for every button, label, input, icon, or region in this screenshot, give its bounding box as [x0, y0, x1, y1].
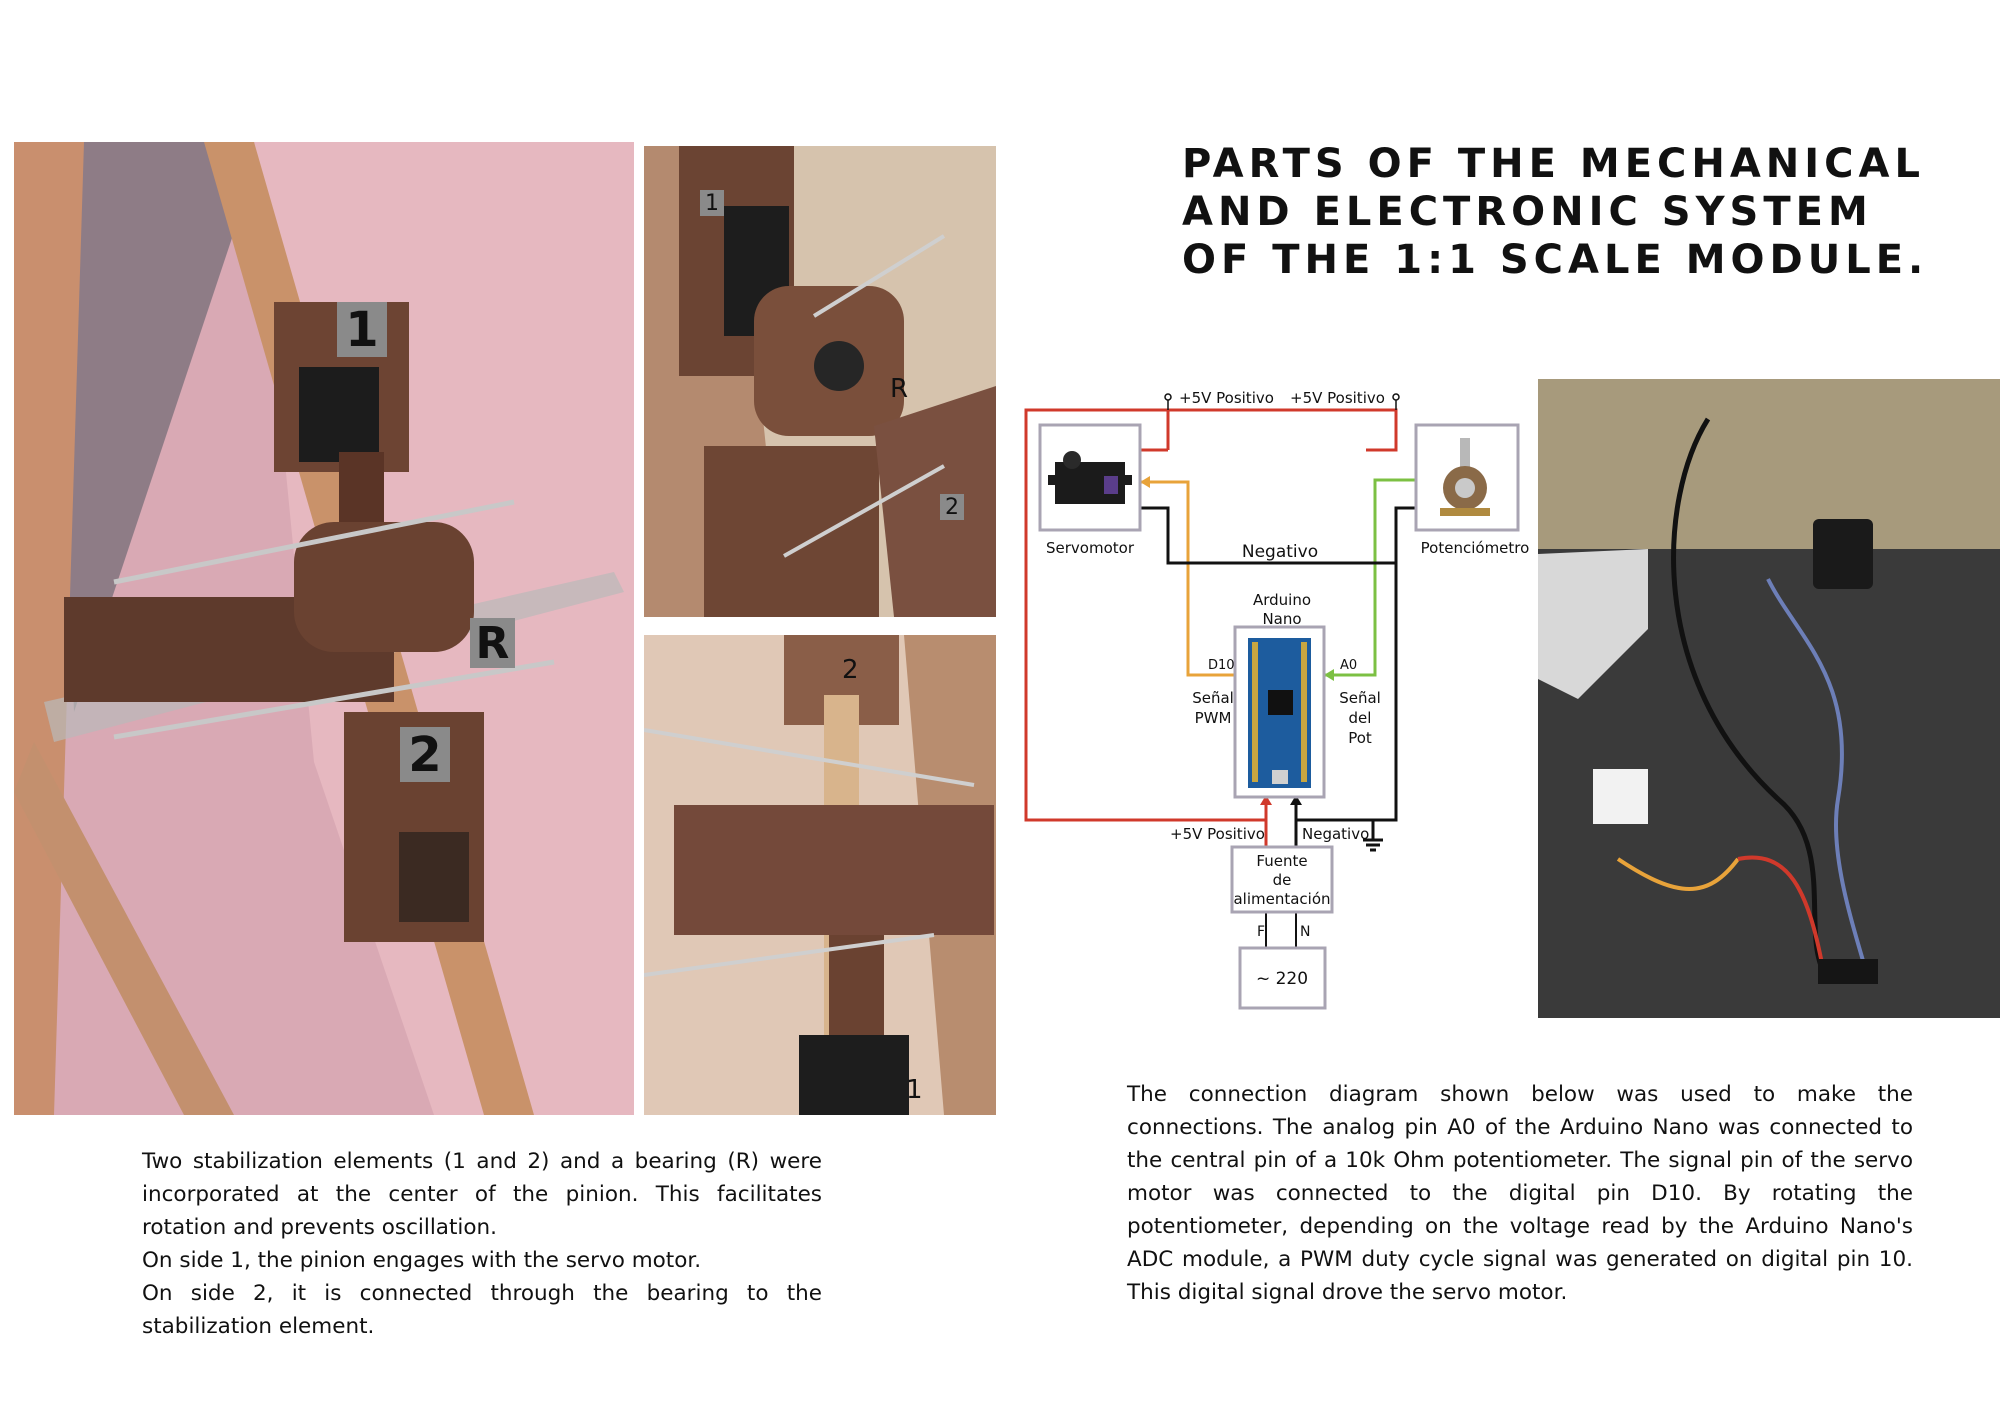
label-senal-pot-2: del [1349, 709, 1372, 727]
photo-label-2: 2 [400, 727, 450, 783]
label-fuente-3: alimentación [1233, 890, 1330, 908]
label-arduino: Arduino [1253, 591, 1311, 609]
label-nano: Nano [1262, 610, 1301, 628]
label-pos5v-left: +5V Positivo [1179, 389, 1274, 407]
bottom-photo-illustration [644, 635, 996, 1115]
photo-label-1: 1 [700, 190, 724, 216]
label-mains: ~ 220 [1256, 969, 1308, 989]
power-supply-box [1230, 845, 1334, 914]
right-description: The connection diagram shown below was u… [1127, 1078, 1913, 1309]
terminal-right [1392, 393, 1400, 401]
servo-icon [1048, 451, 1132, 504]
label-a0: A0 [1340, 658, 1357, 673]
connection-diagram: +5V Positivo +5V Positivo Servomotor Pot… [1024, 389, 1530, 1010]
hardware-photo [1538, 379, 2000, 1018]
label-fuente-2: de [1273, 871, 1292, 889]
left-paragraph-1: Two stabilization elements (1 and 2) and… [142, 1149, 822, 1240]
right-paragraph: The connection diagram shown below was u… [1127, 1082, 1913, 1305]
label-senal-pwm-2: PWM [1195, 709, 1232, 727]
pos5v-arrow [1260, 795, 1272, 805]
main-photo-illustration [14, 142, 634, 1115]
label-pos5v-bottom: +5V Positivo [1170, 825, 1265, 843]
label-negativo-bottom: Negativo [1302, 825, 1369, 843]
left-description: Two stabilization elements (1 and 2) and… [142, 1145, 822, 1343]
main-mechanism-photo: 1 R 2 [14, 142, 634, 1115]
label-n: N [1300, 924, 1310, 940]
hardware-photo-illustration [1538, 379, 2000, 1018]
pot-signal-wire [1324, 478, 1416, 677]
photo-label-1: 1 [337, 302, 387, 358]
label-senal-pwm-1: Señal [1192, 689, 1234, 707]
photo-label-2: 2 [940, 494, 964, 520]
left-paragraph-2: On side 1, the pinion engages with the s… [142, 1248, 702, 1273]
label-servomotor: Servomotor [1046, 539, 1135, 557]
red-wires [1024, 408, 1398, 822]
left-paragraph-3: On side 2, it is connected through the b… [142, 1281, 822, 1339]
label-senal-pot-1: Señal [1339, 689, 1381, 707]
negative-arrow [1290, 795, 1302, 805]
top-photo-illustration [644, 146, 996, 617]
page-title: PARTS OF THE MECHANICAL AND ELECTRONIC S… [1182, 141, 1929, 283]
mains-box [1238, 946, 1327, 1010]
label-d10: D10 [1208, 658, 1235, 673]
terminal-left [1164, 393, 1172, 401]
label-f: F [1257, 924, 1265, 940]
photo-label-1: 1 [906, 1075, 923, 1105]
label-fuente-1: Fuente [1256, 852, 1307, 870]
label-senal-pot-3: Pot [1348, 729, 1372, 747]
photo-label-r: R [890, 374, 909, 404]
potentiometer-icon [1440, 438, 1490, 516]
top-detail-photo: 1 R 2 [644, 146, 996, 617]
negative-wires [1140, 506, 1416, 852]
label-potentiometer: Potenciómetro [1421, 539, 1530, 557]
arduino-board-icon [1248, 638, 1311, 788]
pwm-wire [1140, 480, 1235, 677]
pwm-arrow [1140, 476, 1150, 488]
label-negativo-top: Negativo [1242, 542, 1318, 562]
label-pos5v-right: +5V Positivo [1290, 389, 1385, 407]
photo-label-2: 2 [842, 655, 859, 685]
photo-label-r: R [470, 618, 515, 669]
bottom-detail-photo: 2 1 [644, 635, 996, 1115]
pot-signal-arrow [1324, 669, 1334, 681]
